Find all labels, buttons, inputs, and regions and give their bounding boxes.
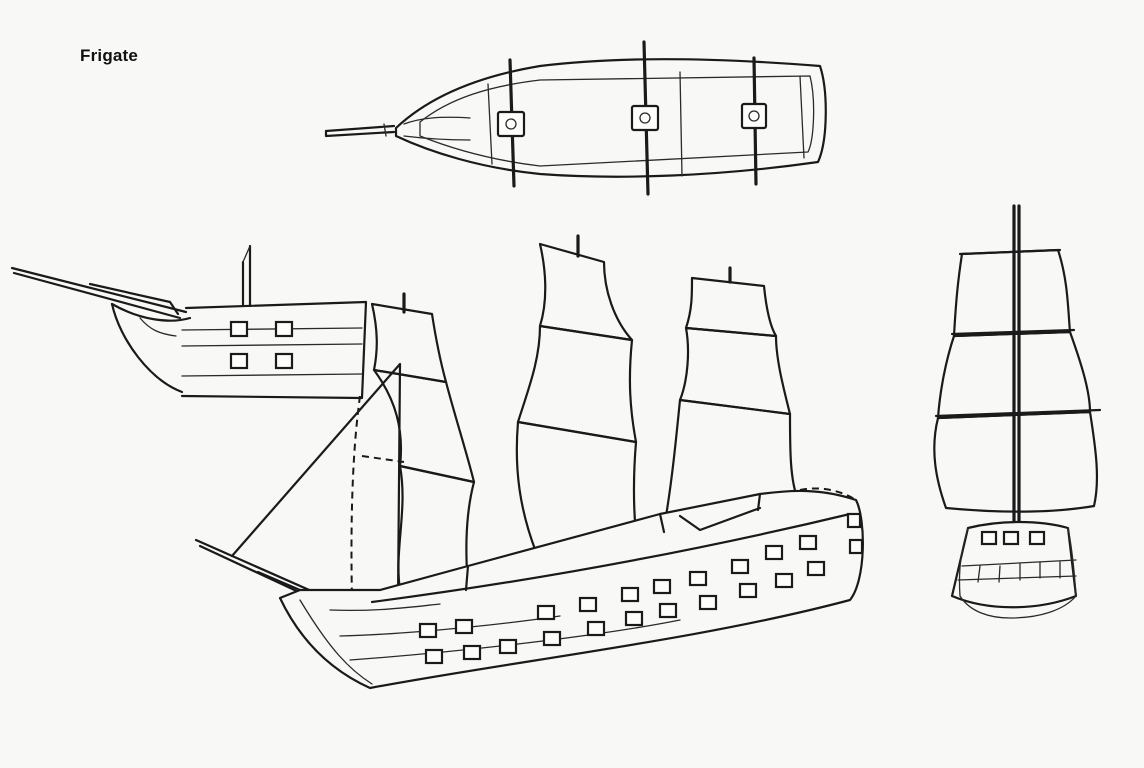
ship-stern-view — [933, 204, 1102, 619]
ship-side-view — [194, 234, 864, 690]
ship-top-view — [324, 40, 827, 196]
ship-bow-view — [10, 244, 368, 400]
drawing-title: Frigate — [80, 46, 139, 65]
